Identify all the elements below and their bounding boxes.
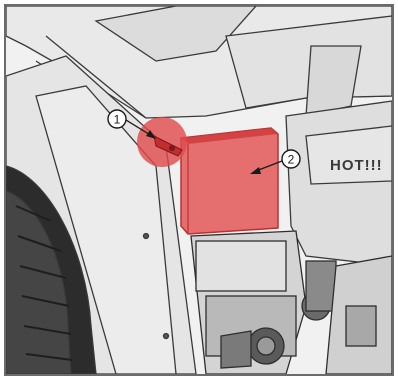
highlight-item-2 — [181, 128, 278, 234]
illustration-frame: HOT!!! — [4, 4, 394, 376]
machine-illustration: HOT!!! — [6, 6, 392, 374]
callout-1-number: 1 — [114, 113, 121, 127]
right-hood — [286, 101, 392, 266]
callout-2-number: 2 — [288, 153, 295, 167]
highlight-item-1 — [137, 117, 187, 167]
hot-warning-text: HOT!!! — [330, 157, 383, 174]
